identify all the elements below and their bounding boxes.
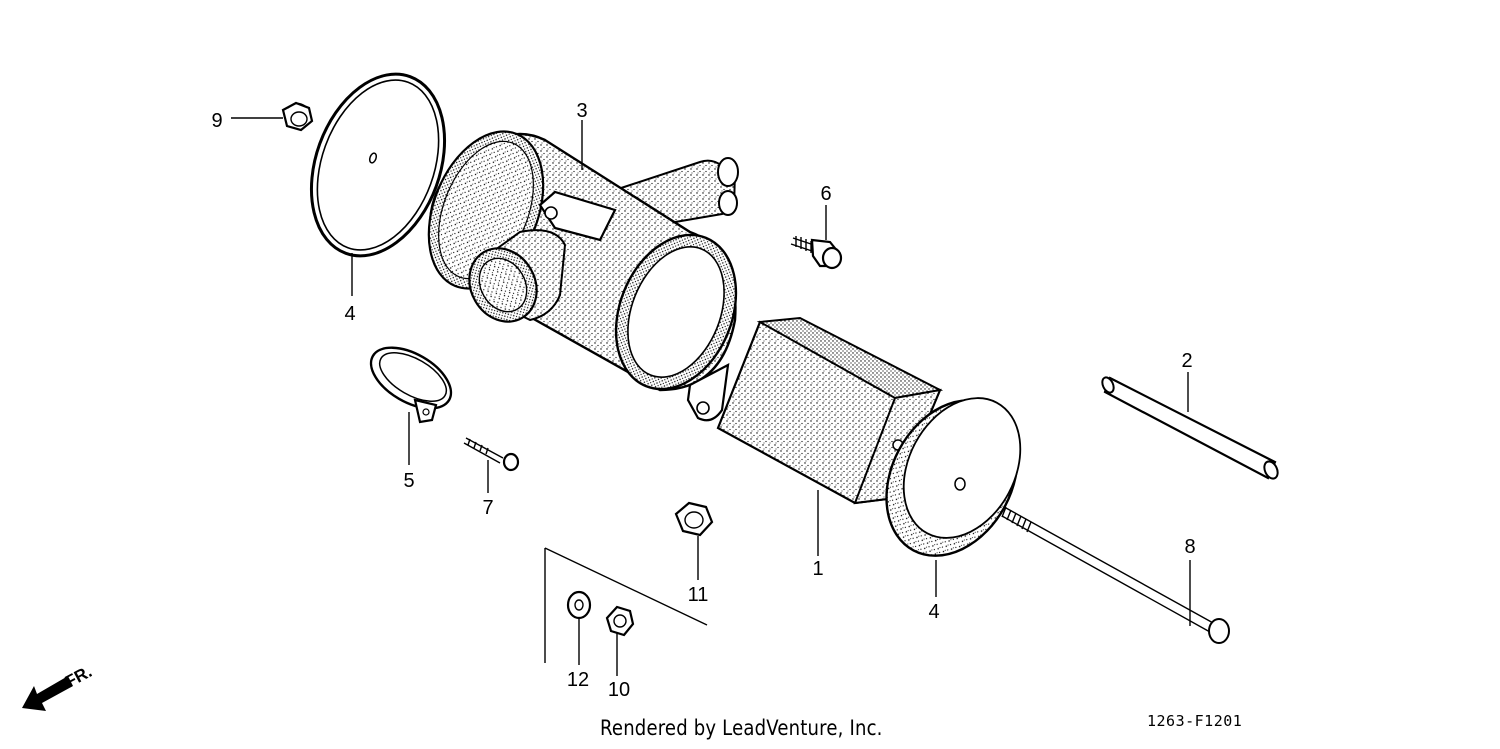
callout-12[interactable]: 12 bbox=[567, 669, 589, 691]
callout-2[interactable]: 2 bbox=[1181, 350, 1192, 372]
part-7-screw[interactable] bbox=[463, 437, 520, 472]
part-2-tube[interactable] bbox=[1100, 376, 1280, 481]
callout-labels: 9 3 6 4 2 5 7 8 1 11 4 12 10 bbox=[211, 100, 1195, 701]
callout-10[interactable]: 10 bbox=[608, 679, 630, 701]
callout-3[interactable]: 3 bbox=[576, 100, 587, 122]
front-direction-indicator: FR. bbox=[22, 662, 95, 711]
part-1-filter-element[interactable] bbox=[716, 316, 944, 505]
callout-9[interactable]: 9 bbox=[211, 110, 222, 132]
callout-7[interactable]: 7 bbox=[482, 497, 493, 519]
part-9-cap-nut[interactable] bbox=[281, 101, 314, 132]
part-10-nut[interactable] bbox=[605, 605, 635, 637]
part-3-air-cleaner-case[interactable] bbox=[407, 114, 758, 422]
parts-10-12-group bbox=[544, 547, 708, 663]
part-11-flange-nut[interactable] bbox=[674, 501, 714, 537]
callout-4-top[interactable]: 4 bbox=[344, 303, 355, 325]
callout-4-bottom[interactable]: 4 bbox=[928, 601, 939, 623]
leader-lines bbox=[231, 117, 1191, 676]
callout-5[interactable]: 5 bbox=[403, 470, 414, 492]
figure-code: 1263-F1201 bbox=[1147, 712, 1243, 730]
callout-8[interactable]: 8 bbox=[1184, 536, 1195, 558]
callout-6[interactable]: 6 bbox=[820, 183, 831, 205]
part-8-long-bolt[interactable] bbox=[1001, 506, 1230, 644]
render-credit: Rendered by LeadVenture, Inc. bbox=[600, 716, 883, 740]
part-4-end-cap[interactable] bbox=[861, 377, 1044, 578]
part-12-washer[interactable] bbox=[566, 590, 592, 620]
part-5-band-clamp[interactable] bbox=[361, 335, 461, 424]
part-4-gasket-ring-top[interactable] bbox=[288, 55, 469, 274]
callout-1[interactable]: 1 bbox=[812, 558, 823, 580]
part-6-flange-bolt[interactable] bbox=[790, 236, 843, 270]
front-arrow-icon bbox=[22, 676, 73, 711]
callout-11[interactable]: 11 bbox=[688, 584, 709, 606]
